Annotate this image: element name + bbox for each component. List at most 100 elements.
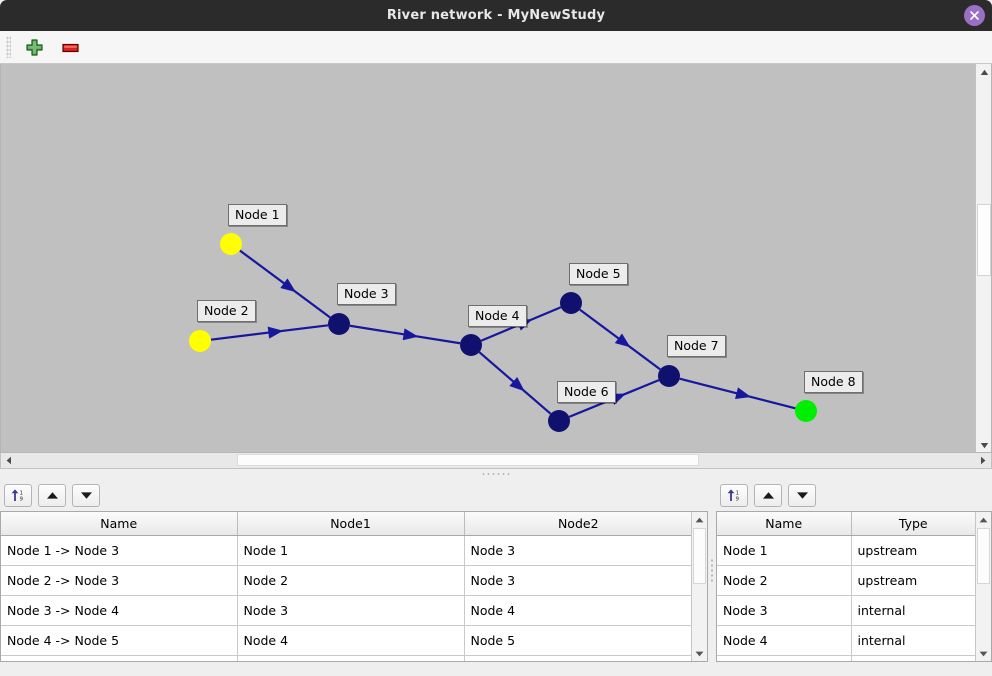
window-title: River network - MyNewStudy (386, 8, 606, 23)
remove-node-button[interactable] (57, 35, 83, 59)
graph-scroll-down-button[interactable] (976, 437, 991, 452)
graph-nodes[interactable] (189, 233, 817, 432)
reaches-move-up-button[interactable] (38, 483, 66, 507)
graph-node-node-1[interactable] (220, 233, 242, 255)
graph-vertical-scroll-thumb[interactable] (977, 204, 991, 276)
reaches-vertical-scroll-thumb[interactable] (693, 528, 707, 584)
table-cell[interactable]: Node 2 -> Node 3 (1, 565, 238, 596)
reaches-vertical-scrollbar[interactable] (691, 512, 707, 661)
graph-scroll-up-button[interactable] (976, 64, 991, 80)
table-cell[interactable]: Node 3 -> Node 4 (1, 595, 238, 626)
graph-node-label-node-3[interactable]: Node 3 (337, 283, 396, 305)
table-cell[interactable]: Node 2 (717, 565, 852, 596)
graph-vertical-scrollbar[interactable] (975, 64, 991, 452)
close-icon (970, 11, 979, 20)
graph-node-label-node-8[interactable]: Node 8 (804, 371, 863, 393)
add-node-button[interactable] (21, 35, 47, 59)
reaches-move-down-button[interactable] (72, 483, 100, 507)
graph-node-label-node-1[interactable]: Node 1 (228, 204, 287, 226)
graph-node-node-5[interactable] (560, 292, 582, 314)
table-cell[interactable]: upstream (851, 565, 975, 596)
table-cell[interactable] (851, 655, 975, 661)
graph-node-node-7[interactable] (658, 365, 680, 387)
nodes-scroll-up-button[interactable] (976, 512, 991, 527)
network-graph-panel[interactable]: Node 1 Node 2 Node 3 Node 4 Node 5 Node 6 Node… (0, 64, 992, 453)
column-header-type[interactable]: Type (851, 512, 975, 536)
reaches-scroll-up-button[interactable] (692, 512, 707, 527)
network-graph-canvas[interactable] (1, 64, 976, 453)
graph-edge-arrow-icon (735, 387, 752, 400)
graph-node-node-6[interactable] (548, 410, 570, 432)
nodes-sort-button[interactable]: 1 9 (720, 483, 748, 507)
nodes-vertical-scroll-thumb[interactable] (977, 528, 990, 584)
table-cell[interactable] (717, 655, 852, 661)
table-cell[interactable]: Node 2 (237, 565, 465, 596)
table-cell[interactable] (237, 655, 465, 661)
graph-node-label-node-2[interactable]: Node 2 (197, 300, 256, 322)
vertical-splitter[interactable] (708, 479, 716, 662)
graph-scroll-right-button[interactable] (976, 453, 990, 467)
nodes-scroll-down-button[interactable] (976, 646, 991, 661)
table-cell[interactable]: Node 3 (464, 535, 692, 566)
close-button[interactable] (964, 5, 985, 26)
reach-row[interactable] (1, 655, 692, 661)
table-cell[interactable]: Node 4 (464, 595, 692, 626)
table-cell[interactable]: Node 1 (717, 535, 852, 566)
nodes-toolbar: 1 9 (716, 479, 992, 511)
graph-node-label-node-6[interactable]: Node 6 (557, 381, 616, 403)
table-cell[interactable]: internal (851, 595, 975, 626)
graph-node-node-4[interactable] (460, 334, 482, 356)
node-row[interactable] (717, 655, 975, 661)
horizontal-splitter[interactable] (0, 469, 992, 479)
table-cell[interactable]: Node 1 (237, 535, 465, 566)
table-cell[interactable]: Node 3 (237, 595, 465, 626)
graph-scroll-left-button[interactable] (2, 453, 16, 467)
table-cell[interactable]: Node 5 (464, 625, 692, 656)
nodes-vertical-scrollbar[interactable] (975, 512, 991, 661)
graph-node-label-node-5[interactable]: Node 5 (569, 263, 628, 285)
triangle-right-icon (981, 456, 986, 464)
table-cell[interactable]: Node 3 (717, 595, 852, 626)
table-cell[interactable] (1, 655, 238, 661)
table-cell[interactable]: Node 3 (464, 565, 692, 596)
table-cell[interactable]: upstream (851, 535, 975, 566)
column-header-node1[interactable]: Node1 (237, 512, 465, 536)
graph-node-node-3[interactable] (328, 313, 350, 335)
graph-node-label-node-7[interactable]: Node 7 (667, 335, 726, 357)
table-cell[interactable] (464, 655, 692, 661)
column-header-name[interactable]: Name (1, 512, 238, 536)
graph-edge-arrow-icon (280, 278, 296, 293)
nodes-move-up-button[interactable] (754, 483, 782, 507)
reaches-sort-button[interactable]: 1 9 (4, 483, 32, 507)
column-header-name[interactable]: Name (717, 512, 852, 536)
graph-node-label-node-4[interactable]: Node 4 (468, 305, 527, 327)
table-cell[interactable]: Node 4 -> Node 5 (1, 625, 238, 656)
graph-node-node-2[interactable] (189, 330, 211, 352)
table-cell[interactable]: Node 1 -> Node 3 (1, 535, 238, 566)
graph-horizontal-scrollbar[interactable] (0, 453, 992, 469)
table-cell[interactable]: Node 4 (237, 625, 465, 656)
table-cell[interactable]: internal (851, 625, 975, 656)
nodes-move-down-button[interactable] (788, 483, 816, 507)
nodes-pane: 1 9 (716, 479, 992, 662)
graph-horizontal-scroll-thumb[interactable] (237, 454, 699, 466)
column-header-node2[interactable]: Node2 (464, 512, 692, 536)
table-cell[interactable]: Node 4 (717, 625, 852, 656)
toolbar-drag-handle[interactable] (6, 36, 11, 58)
reaches-scroll-down-button[interactable] (692, 646, 707, 661)
status-bar (0, 662, 992, 676)
graph-node-node-8[interactable] (795, 400, 817, 422)
